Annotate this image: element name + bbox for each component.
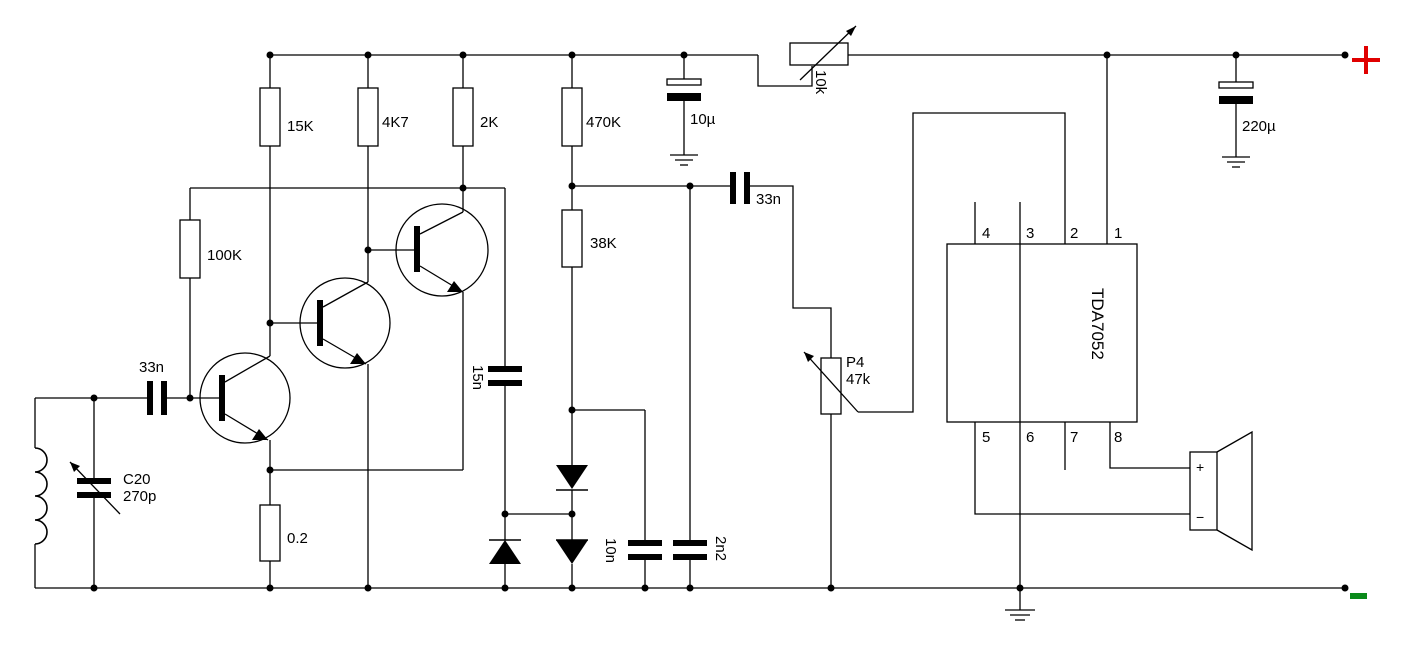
pin-2-label: 2 (1070, 225, 1078, 242)
pot-10k-label: 10k (812, 70, 829, 95)
c20-name-label: C20 (123, 471, 151, 488)
resistor-0-2 (259, 440, 281, 588)
resistor-15k (259, 55, 281, 356)
c15n-label: 15n (469, 365, 486, 390)
r470k-label: 470K (586, 114, 621, 131)
pin-8-label: 8 (1114, 429, 1122, 446)
diode-left (489, 539, 521, 588)
capacitor-33n-input (147, 381, 222, 415)
diode-upper (556, 410, 588, 514)
speaker-minus-label: − (1196, 509, 1204, 525)
potentiometer-p4 (803, 112, 1066, 588)
capacitor-10n (572, 409, 662, 588)
c2n2-label: 2n2 (712, 536, 729, 561)
resistor-38k (561, 209, 583, 410)
pin-1-label: 1 (1114, 225, 1122, 242)
resistor-100k (179, 188, 201, 279)
negative-supply-icon (1350, 593, 1367, 599)
pin-6-label: 6 (1026, 429, 1034, 446)
r15k-label: 15K (287, 118, 314, 135)
pin-7-label: 7 (1070, 429, 1078, 446)
positive-supply-icon (1352, 46, 1380, 74)
c20-value-label: 270p (123, 488, 156, 505)
r4k7-label: 4K7 (382, 114, 409, 131)
resistor-4k7 (357, 55, 379, 282)
resistor-2k (452, 55, 474, 212)
c33n-input-label: 33n (139, 359, 164, 376)
r100k-label: 100K (207, 247, 242, 264)
capacitor-15n (488, 188, 522, 540)
transistor-q2 (299, 277, 391, 369)
pin-3-label: 3 (1026, 225, 1034, 242)
capacitor-220u (1218, 55, 1254, 168)
junction-dots (90, 51, 1349, 592)
capacitor-33n-output (730, 172, 832, 358)
c10u-label: 10µ (690, 111, 716, 128)
p4-name-label: P4 (846, 354, 864, 371)
r0-2-label: 0.2 (287, 530, 308, 547)
ic-tda7052 (946, 55, 1190, 588)
r2k-label: 2K (480, 114, 498, 131)
transistor-q3 (395, 203, 489, 297)
speaker-icon (1189, 430, 1253, 552)
diode-middle (556, 514, 588, 588)
ground-icon (1005, 588, 1035, 621)
c220u-label: 220µ (1242, 118, 1276, 135)
transistor-q1 (199, 352, 291, 444)
capacitor-2n2 (673, 186, 707, 588)
pin-4-label: 4 (982, 225, 990, 242)
capacitor-c20 (69, 398, 121, 588)
pin-5-label: 5 (982, 429, 990, 446)
c10n-label: 10n (602, 538, 619, 563)
resistor-470k (561, 55, 583, 210)
speaker-plus-label: + (1196, 459, 1204, 475)
ic-name-label: TDA7052 (1088, 288, 1107, 360)
potentiometer-10k (757, 25, 857, 87)
p4-value-label: 47k (846, 371, 871, 388)
c33n-output-label: 33n (756, 191, 781, 208)
capacitor-10u (666, 55, 702, 166)
r38k-label: 38K (590, 235, 617, 252)
